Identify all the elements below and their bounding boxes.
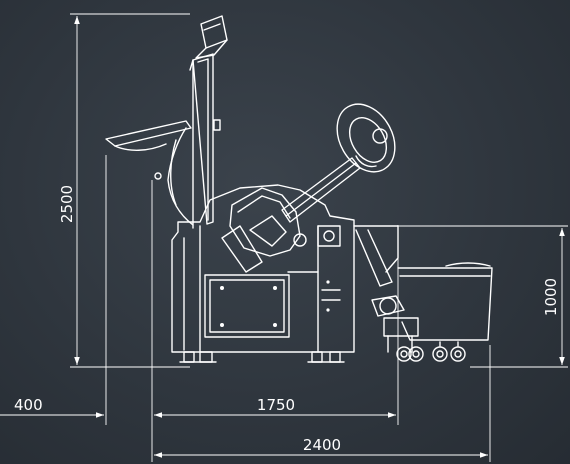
dimension-height-right: 1000 bbox=[395, 225, 568, 368]
machine-body bbox=[171, 184, 355, 353]
side-bin bbox=[353, 225, 493, 353]
dimension-width-left: 400 bbox=[0, 155, 107, 425]
tipping-bowl bbox=[105, 120, 194, 226]
dimension-width-middle: 1750 bbox=[151, 180, 399, 462]
dim-label-2400: 2400 bbox=[303, 436, 341, 454]
discharge-arm bbox=[281, 103, 396, 223]
dimension-width-total: 2400 bbox=[154, 345, 491, 462]
dim-label-1000: 1000 bbox=[542, 278, 560, 316]
dim-label-1750: 1750 bbox=[257, 396, 295, 414]
lift-column bbox=[189, 15, 228, 229]
dim-label-400: 400 bbox=[14, 396, 43, 414]
casters bbox=[396, 341, 466, 362]
machine-outline bbox=[105, 15, 493, 363]
machine-feet bbox=[179, 351, 345, 363]
dim-label-2500: 2500 bbox=[58, 185, 76, 223]
dimension-height-total: 2500 bbox=[58, 13, 190, 368]
